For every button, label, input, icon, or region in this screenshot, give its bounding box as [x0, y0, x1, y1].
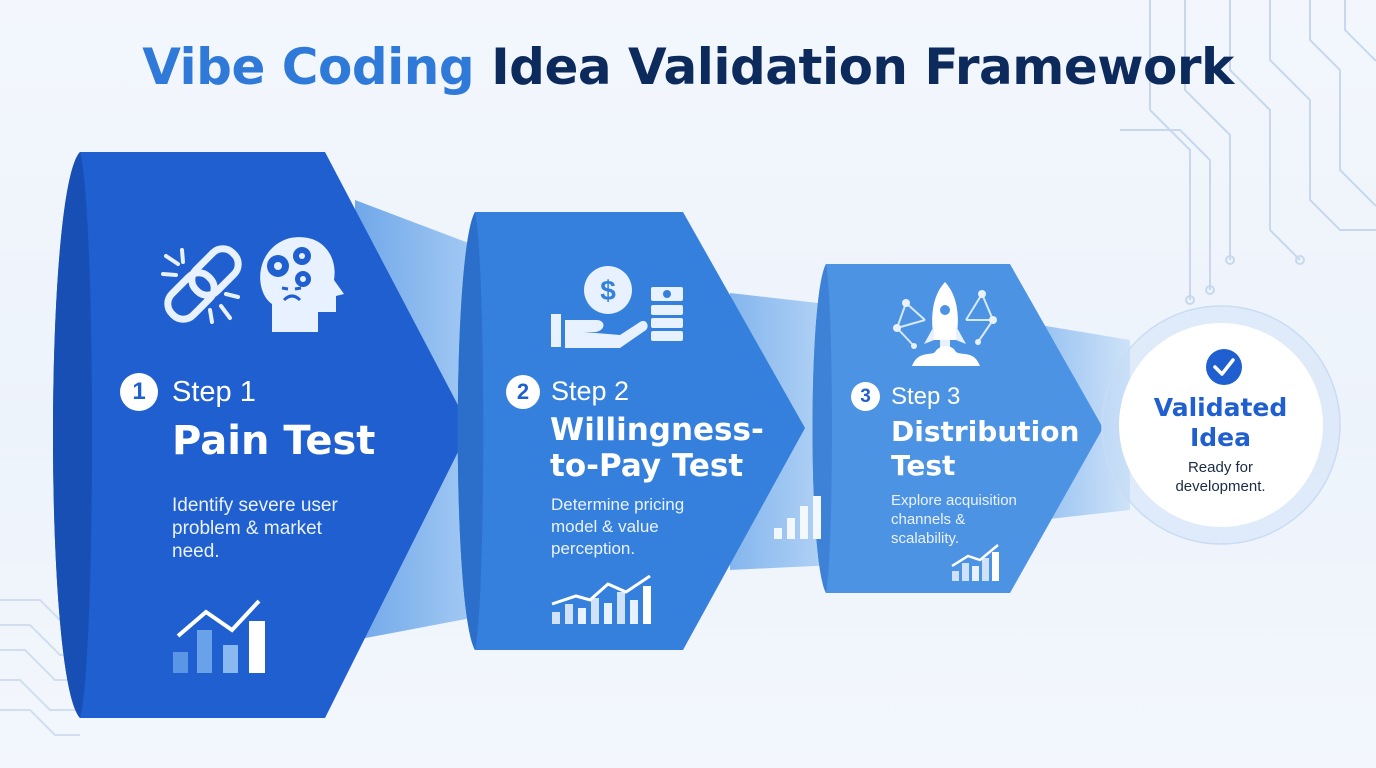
- title-accent: Vibe Coding: [142, 38, 475, 96]
- title-rest: Idea Validation Framework: [491, 38, 1234, 96]
- result-subtitle: Ready for development.: [1119, 458, 1322, 496]
- result-title-line: Idea: [1189, 423, 1252, 452]
- step-3-name-line2: Test: [891, 449, 956, 482]
- step-2-number-badge: 2: [506, 375, 540, 409]
- step-2-shape: [457, 212, 805, 650]
- step-2-name-line2: to-Pay Test: [550, 448, 744, 484]
- step-2-desc-line: Determine pricing: [551, 495, 685, 514]
- result-title: Validated Idea: [1119, 393, 1322, 453]
- step-3-name-line1: Distribution: [891, 415, 1080, 448]
- result-sub-line: development.: [1175, 478, 1266, 495]
- hand-dollar-coin-icon: $: [551, 266, 648, 348]
- step-3-desc-line: Explore acquisition: [891, 492, 1017, 509]
- step-2-name-line1: Willingness-: [550, 412, 764, 448]
- worried-head-gears-icon: [260, 237, 344, 332]
- bar-chart-icon: [774, 496, 821, 539]
- step-3-desc-line: scalability.: [891, 530, 960, 547]
- broken-link-icon: [161, 245, 242, 324]
- step-1-desc-line: Identify severe user: [172, 495, 338, 516]
- bar-chart-growth-icon: [173, 599, 265, 673]
- step-2-desc-line: model & value: [551, 517, 659, 536]
- step-2-desc-line: perception.: [551, 539, 636, 558]
- step-1-name: Pain Test: [172, 418, 376, 464]
- step-2-label: Step 2: [551, 376, 630, 406]
- bar-chart-growth-icon: [551, 574, 651, 624]
- result-circle: [1119, 323, 1323, 527]
- bar-chart-growth-icon: [951, 544, 999, 581]
- step-3-desc-line: channels &: [891, 511, 966, 528]
- step-1-desc-line: need.: [172, 541, 220, 562]
- step-1-desc-line: problem & market: [172, 518, 322, 539]
- step-1-number-badge: 1: [120, 373, 158, 411]
- check-circle-icon: [1206, 349, 1242, 385]
- step-1-description: Identify severe user problem & market ne…: [172, 494, 338, 563]
- svg-text:$: $: [600, 275, 616, 306]
- step-3-number-badge: 3: [851, 382, 880, 411]
- step-1-label: Step 1: [172, 376, 256, 408]
- step-2-description: Determine pricing model & value percepti…: [551, 494, 684, 560]
- cash-stack-icon: [651, 287, 683, 341]
- result-sub-line: Ready for: [1187, 459, 1254, 476]
- rocket-network-icon: [893, 282, 997, 366]
- step-3-label: Step 3: [891, 383, 961, 410]
- step-1-shape: [53, 152, 470, 718]
- result-title-line: Validated: [1153, 393, 1288, 422]
- page-title: Vibe Coding Idea Validation Framework: [0, 38, 1376, 96]
- circuit-decoration-top-right: [1120, 0, 1376, 305]
- step-3-description: Explore acquisition channels & scalabili…: [891, 491, 1017, 548]
